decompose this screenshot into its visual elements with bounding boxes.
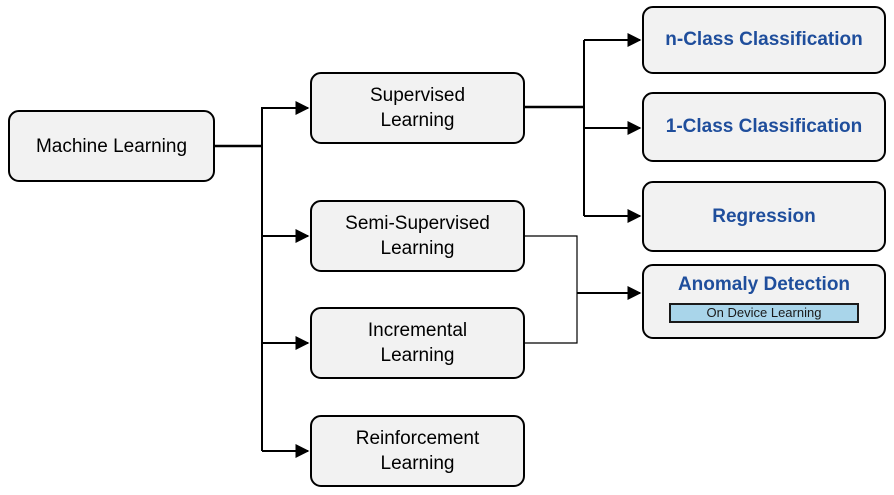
supervised-learning-label: Supervised Learning	[369, 85, 466, 131]
incremental-learning-label: Incremental Learning	[367, 320, 468, 366]
reinforcement-learning-node: Reinforcement Learning	[310, 415, 525, 487]
n-class-classification-label: n-Class Classification	[665, 29, 863, 50]
reinforcement-learning-label: Reinforcement Learning	[355, 428, 480, 474]
semi-supervised-learning-label: Semi-Supervised Learning	[345, 213, 490, 259]
one-class-classification-node: 1-Class Classification	[642, 92, 886, 162]
supervised-learning-node: Supervised Learning	[310, 72, 525, 144]
incremental-learning-node: Incremental Learning	[310, 307, 525, 379]
regression-node: Regression	[642, 181, 886, 252]
n-class-classification-node: n-Class Classification	[642, 6, 886, 74]
on-device-learning-tag: On Device Learning	[669, 303, 859, 323]
machine-learning-node: Machine Learning	[8, 110, 215, 182]
semi-supervised-learning-node: Semi-Supervised Learning	[310, 200, 525, 272]
one-class-classification-label: 1-Class Classification	[665, 116, 863, 137]
anomaly-detection-node: Anomaly Detection On Device Learning	[642, 264, 886, 339]
anomaly-detection-label: Anomaly Detection	[677, 274, 851, 295]
regression-label: Regression	[712, 205, 816, 227]
connector-semi-to-anomaly	[525, 235, 578, 344]
machine-learning-label: Machine Learning	[35, 135, 188, 157]
